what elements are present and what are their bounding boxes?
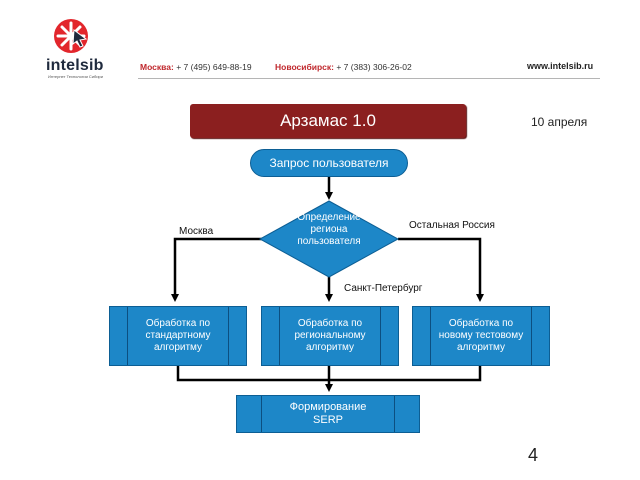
process-standard: Обработка по стандартному алгоритму (109, 306, 247, 366)
brand-tagline: Интернет Технологии Сибири (48, 74, 104, 79)
slide-title: Арзамас 1.0 (190, 104, 466, 138)
branch-label-rest-of-russia: Остальная Россия (409, 220, 495, 231)
end-node-serp: Формирование SERP (236, 395, 420, 433)
contact-novosibirsk: Новосибирск: + 7 (383) 306-26-02 (275, 62, 412, 72)
branch-label-moscow: Москва (179, 226, 214, 237)
connector-decision-to-left (171, 237, 262, 302)
slide-date: 10 апреля (531, 115, 588, 129)
branch-label-spb: Санкт-Петербург (344, 283, 423, 294)
intelsib-logo (54, 19, 88, 53)
contact-moscow-city: Москва: (140, 62, 174, 72)
process-new-test-label: Обработка по новому тестовому алгоритму (430, 307, 532, 365)
website-link[interactable]: www.intelsib.ru (527, 61, 594, 71)
contact-moscow: Москва: + 7 (495) 649-88-19 (140, 62, 252, 72)
contact-novosibirsk-phone: + 7 (383) 306-26-02 (336, 62, 412, 72)
end-node-line1: Формирование (289, 401, 367, 413)
end-node-line2: SERP (313, 414, 343, 426)
connector-left-merge (176, 366, 329, 382)
process-standard-label: Обработка по стандартному алгоритму (127, 307, 229, 365)
process-new-test: Обработка по новому тестовому алгоритму (412, 306, 550, 366)
header-divider (138, 78, 600, 79)
decision-node-label: Определение региона пользователя (297, 212, 361, 247)
process-regional-label: Обработка по региональному алгоритму (279, 307, 381, 365)
page-number: 4 (528, 445, 539, 465)
connector-right-merge (329, 366, 482, 382)
contact-novosibirsk-city: Новосибирск: (275, 62, 334, 72)
process-regional: Обработка по региональному алгоритму (261, 306, 399, 366)
contact-moscow-phone: + 7 (495) 649-88-19 (176, 62, 252, 72)
decision-diamond (258, 200, 400, 278)
start-node: Запрос пользователя (250, 149, 408, 177)
connector-decision-to-right (398, 237, 484, 302)
brand-name: intelsib (46, 57, 104, 74)
